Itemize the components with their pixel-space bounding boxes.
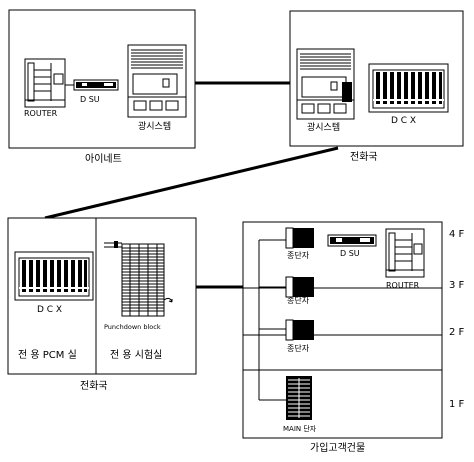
floor-label-2f: 2 F (449, 327, 465, 338)
floor-label-4f: 4 F (449, 229, 465, 240)
terminal-2f (285, 319, 314, 341)
inet-dsu-label: D SU (80, 95, 100, 104)
inet-site-label: 아이네트 (85, 153, 122, 165)
inet-router-label: ROUTER (24, 109, 58, 118)
central-top-optical-label: 광시스템 (307, 121, 340, 133)
test-room-label: 전 용 시험실 (110, 349, 162, 361)
central-top-dcx-label: D C X (391, 116, 416, 126)
central-office-top: 광시스템 D C X 전화국 (289, 10, 464, 163)
inet-router (24, 58, 66, 108)
customer-building: 종단자 D SU ROUTER 종단자 (242, 221, 443, 454)
central-top-fiber-block (342, 82, 352, 102)
inet-optical-label: 광시스템 (138, 120, 171, 132)
terminal-3f-label: 종단자 (287, 295, 310, 305)
building-dsu (327, 234, 377, 247)
inet-optical-system (127, 44, 187, 118)
central-top-dcx (368, 63, 449, 113)
inet-site: ROUTER D SU 광시스템 아 (8, 9, 196, 165)
building-dsu-label: D SU (340, 249, 360, 258)
pcm-room-label: 전 용 PCM 실 (18, 349, 77, 361)
punchdown-label: Punchdown block (104, 323, 161, 331)
building-label: 가입고객건물 (310, 441, 365, 454)
link-central-central (44, 146, 339, 220)
terminal-3f (285, 276, 314, 298)
central-office-bottom: D C X (7, 217, 197, 392)
building-router (385, 228, 425, 278)
floor-label-1f: 1 F (449, 399, 465, 410)
main-terminal-label: MAIN 단자 (283, 424, 317, 433)
punchdown-block (104, 241, 173, 317)
central-bottom-dcx-label: D C X (37, 305, 62, 315)
main-terminal (286, 376, 312, 420)
terminal-4f (285, 227, 314, 249)
inet-dsu (73, 79, 119, 91)
terminal-2f-label: 종단자 (287, 343, 310, 353)
terminal-4f-label: 종단자 (287, 250, 310, 260)
central-top-label: 전화국 (350, 151, 378, 163)
central-bottom-dcx (14, 251, 94, 301)
building-router-label: ROUTER (386, 281, 420, 290)
central-bottom-label: 전화국 (80, 380, 108, 392)
floor-label-3f: 3 F (449, 280, 465, 291)
